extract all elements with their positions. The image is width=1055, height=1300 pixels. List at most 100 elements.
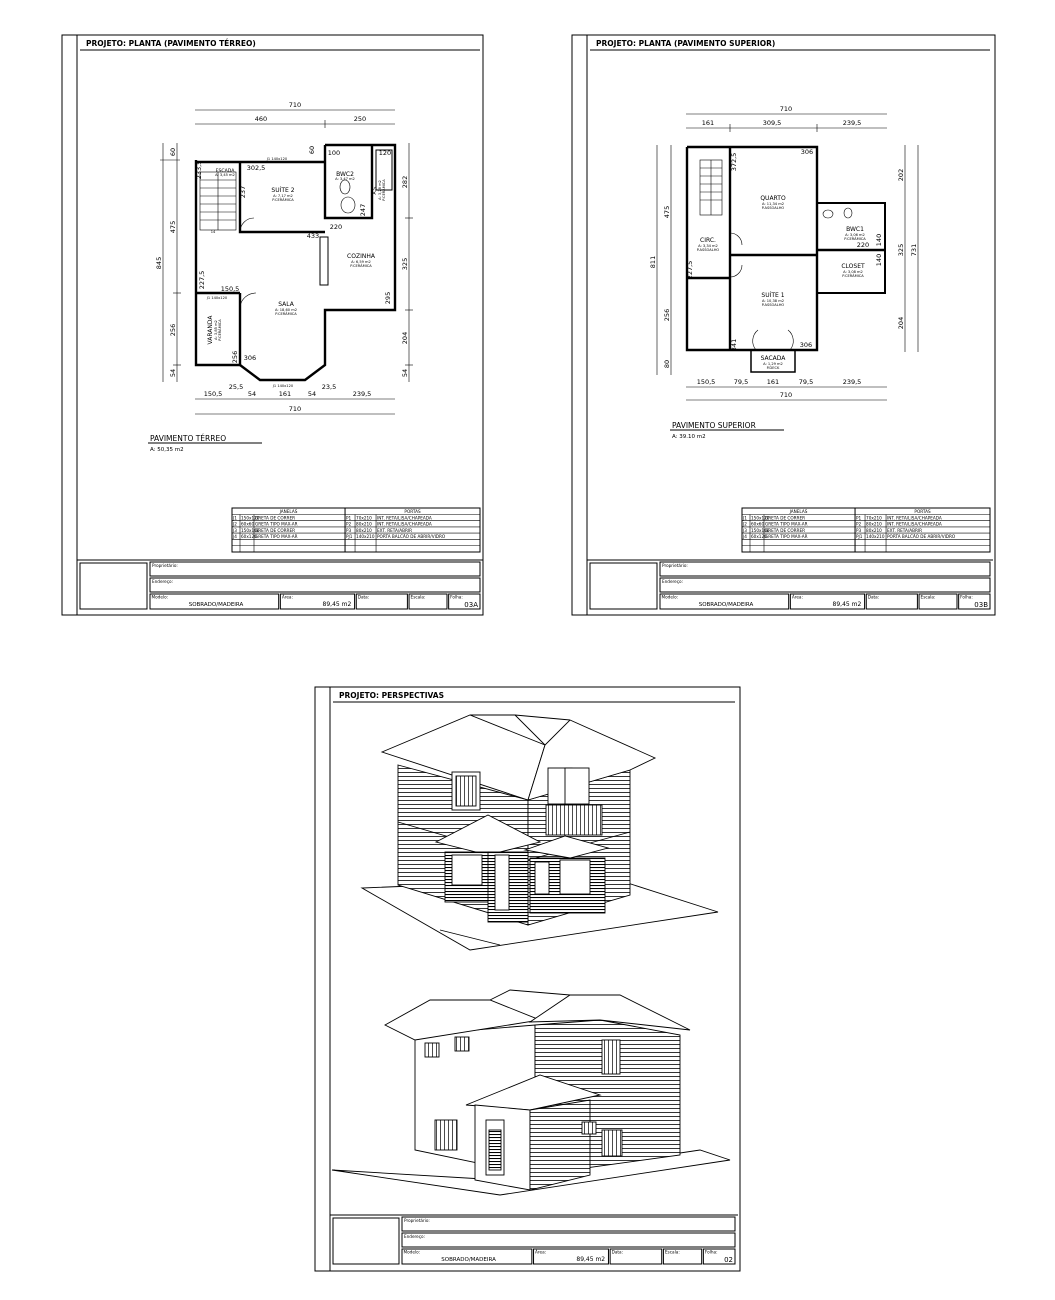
window-size: 150x120	[241, 516, 260, 521]
dim-inner: 341	[730, 339, 738, 351]
address-label: Endereço:	[152, 579, 173, 584]
window-code: J4	[742, 534, 747, 539]
dim-top: 161	[702, 119, 714, 127]
door-size: 80x210	[866, 528, 882, 533]
room-area: A: 3,85 m2	[214, 320, 218, 340]
table-frame	[741, 507, 991, 553]
dim-left: 256	[663, 309, 671, 321]
window-tag: J1 140x120	[206, 296, 228, 300]
door-code: PJ1	[346, 534, 353, 539]
room-quarto: QUARTO	[760, 195, 786, 202]
dim-inner: 220	[857, 241, 869, 249]
area-value: 89,45 m2	[833, 601, 862, 608]
dim-bottom: 239,5	[843, 378, 862, 386]
dim-left: 475	[663, 206, 671, 218]
room-floor: P.ASSOALHO	[697, 248, 720, 252]
dim-bottom: 150,5	[204, 390, 223, 398]
door-type: EXT. RETA/ABRIR	[377, 528, 412, 533]
dim-top: 239,5	[843, 119, 862, 127]
sheet-number: 03A	[464, 601, 478, 609]
door-type: PORTA BALCÃO DE ABRIR/VIDRO	[887, 534, 956, 539]
dim-top-total: 710	[780, 105, 792, 113]
dim-left: 256	[169, 324, 177, 336]
owner-field	[659, 561, 991, 577]
dim-right: 282	[401, 176, 409, 188]
sheet-ground-floor: PROJETO: PLANTA (PAVIMENTO TÉRREO)	[61, 34, 484, 616]
window-size: 60x60	[751, 522, 764, 527]
upper-floor-plan: 710 161 309,5 239,5 710 150,5 79,5 161 7…	[649, 105, 919, 440]
room-area: A: 1,29 m2	[763, 362, 783, 366]
room-closet: CLOSET	[841, 263, 865, 270]
window-type: GRETA DE CORRER	[765, 516, 805, 521]
logo-box	[332, 1217, 400, 1265]
sheet-title: PROJETO: PLANTA (PAVIMENTO SUPERIOR)	[596, 39, 775, 48]
area-label: Área:	[535, 1250, 546, 1255]
dim-inner: 227,5	[198, 271, 206, 290]
room-sacada: SACADA	[761, 355, 787, 362]
area-value: 89,45 m2	[576, 1256, 605, 1263]
perspective-rear-view	[331, 989, 731, 1196]
area-field	[533, 1248, 609, 1265]
window-size: 150x100	[241, 528, 260, 533]
dim-inner: 233,5	[195, 161, 203, 180]
room-floor: P.CERÂMICA	[844, 236, 866, 241]
dim-bottom: 79,5	[734, 378, 748, 386]
room-area: A: 3,06 m2	[845, 233, 865, 237]
door-type: PORTA BALCÃO DE ABRIR/VIDRO	[377, 534, 446, 539]
dim-inner: 372,5	[730, 153, 738, 172]
window-type: GRETA TIPO MAX-AR	[765, 534, 808, 539]
plan-area: A: 39.10 m2	[672, 434, 706, 440]
table-frame	[231, 507, 481, 553]
folha-label: Folha:	[450, 595, 463, 600]
window-size: 60x60	[241, 522, 254, 527]
window-code: J2	[742, 522, 747, 527]
dim-right-total: 731	[910, 244, 918, 256]
dim-inner: 302,5	[247, 164, 266, 172]
room-suite1: SUÍTE 1	[761, 292, 784, 299]
door-size: 140x210	[356, 534, 375, 539]
door-type: EXT. RETA/ABRIR	[887, 528, 922, 533]
door-type: INT. RETA/LISA/CHAPEADA	[377, 522, 432, 527]
room-floor: P.ASSOALHO	[762, 303, 785, 307]
door-size: 70x210	[356, 516, 372, 521]
dim-inner: 120	[379, 149, 391, 157]
dim-right: 202	[897, 169, 905, 181]
dim-inner: 306	[801, 148, 813, 156]
window-code: J3	[742, 528, 747, 533]
room-floor: P.CERÂMICA	[217, 319, 222, 341]
door-size: 80x210	[356, 528, 372, 533]
owner-field	[149, 561, 481, 577]
dim-bottom: 150,5	[697, 378, 716, 386]
window-type: GRETA DE CORRER	[765, 528, 805, 533]
portas-header: PORTAS	[404, 509, 421, 514]
dim-inner: 140	[875, 254, 883, 266]
dim-bottom: 54	[308, 390, 316, 398]
room-circ: CIRC.	[700, 237, 716, 244]
room-area: A: 7,17 m2	[273, 194, 293, 198]
portas-header: PORTAS	[914, 509, 931, 514]
title-block: Proprietário:Endereço:Modelo:Área:Data:E…	[587, 559, 993, 610]
room-floor: P.DECK	[767, 366, 780, 370]
folha-label: Folha:	[705, 1250, 718, 1255]
room-floor: P.CERÂMICA	[842, 273, 864, 278]
dim-left: 80	[663, 360, 671, 368]
folha-label: Folha:	[960, 595, 973, 600]
room-area: A: 3,34 m2	[698, 244, 718, 248]
model-value: SOBRADO/MADEIRA	[699, 602, 754, 608]
sheet-border	[314, 686, 741, 1272]
escala-label: Escala:	[665, 1250, 680, 1255]
room-area: A: 3,28 m2	[378, 180, 382, 200]
dim-inner: 220	[330, 223, 342, 231]
window-type: GRETA TIPO MAX-AR	[255, 522, 298, 527]
dim-right: 204	[401, 332, 409, 344]
sheet-title: PROJETO: PERSPECTIVAS	[339, 691, 444, 700]
modelo-field	[659, 593, 790, 610]
door-code: P3	[346, 528, 352, 533]
plan-label: PAVIMENTO SUPERIOR	[672, 421, 756, 430]
dim-inner: 227,5	[686, 261, 694, 280]
dim-top-a: 460	[255, 115, 267, 123]
room-sala: SALA	[278, 301, 295, 308]
escala-label: Escala:	[411, 595, 426, 600]
window-code: J1	[742, 516, 747, 521]
